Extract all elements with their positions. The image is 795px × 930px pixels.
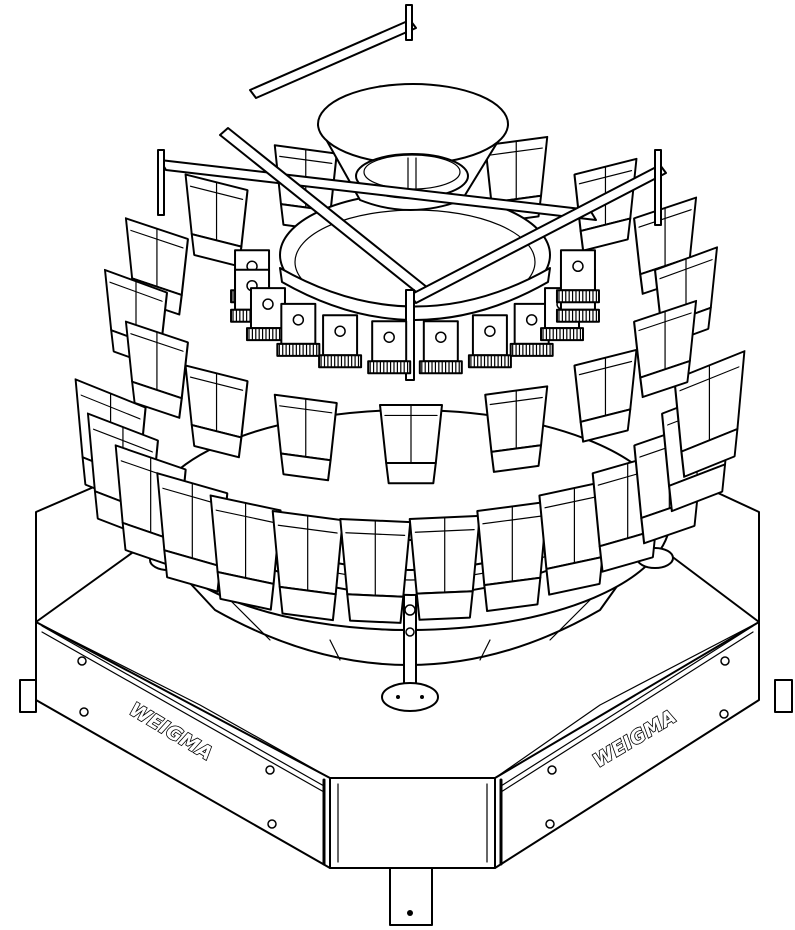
frame-right-post	[654, 149, 662, 226]
frame-top-post	[405, 4, 413, 41]
feed-hopper	[184, 364, 249, 459]
drive-unit	[318, 314, 363, 369]
center-leg-plate	[381, 682, 439, 712]
weigh-hopper	[271, 510, 344, 622]
feed-hopper	[379, 404, 443, 485]
feed-hopper	[273, 393, 338, 482]
left-foot	[19, 679, 37, 713]
frame-arm-d	[249, 19, 417, 99]
feed-hopper	[633, 299, 698, 399]
feed-hopper	[184, 173, 249, 268]
drive-units	[230, 249, 600, 375]
weigh-hopper	[538, 479, 611, 596]
weigh-hopper	[209, 494, 282, 611]
weigh-hopper	[476, 500, 549, 612]
drive-unit	[367, 320, 412, 375]
weigh-hopper	[673, 350, 746, 478]
feed-hopper	[124, 320, 189, 419]
weigh-hopper	[339, 517, 412, 624]
feed-hopper	[573, 348, 638, 443]
drive-unit	[555, 249, 600, 304]
frame-left-post	[157, 149, 165, 216]
weigh-hopper	[408, 514, 481, 621]
lower-hoppers	[74, 350, 746, 624]
drive-unit	[276, 302, 321, 357]
drive-unit	[418, 320, 463, 375]
top-cross-frame	[157, 4, 667, 381]
infeed-funnel-rim	[317, 83, 509, 165]
drive-unit	[467, 314, 512, 369]
frame-center-face	[329, 777, 496, 869]
right-foot	[774, 679, 793, 713]
feed-hopper	[484, 385, 549, 473]
